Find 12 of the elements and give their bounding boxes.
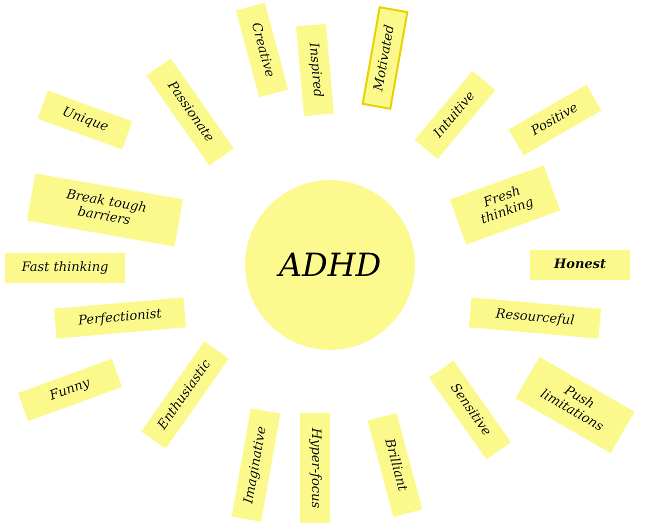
ray-strip: Perfectionist (54, 297, 186, 339)
ray-strip: Fast thinking (5, 253, 125, 283)
ray-strip: Brilliant (368, 412, 422, 518)
ray-strip: Honest (530, 250, 630, 280)
ray-strip: Funny (18, 358, 122, 422)
ray-strip: Inspired (296, 24, 334, 116)
ray-strip: Hyper-focus (300, 413, 330, 523)
ray-strip: Resourceful (468, 297, 602, 339)
ray-strip: Creative (236, 2, 288, 98)
sun-circle: ADHD (245, 180, 415, 350)
ray-strip: Break tough barriers (26, 173, 184, 247)
ray-strip: Motivated (362, 6, 408, 110)
